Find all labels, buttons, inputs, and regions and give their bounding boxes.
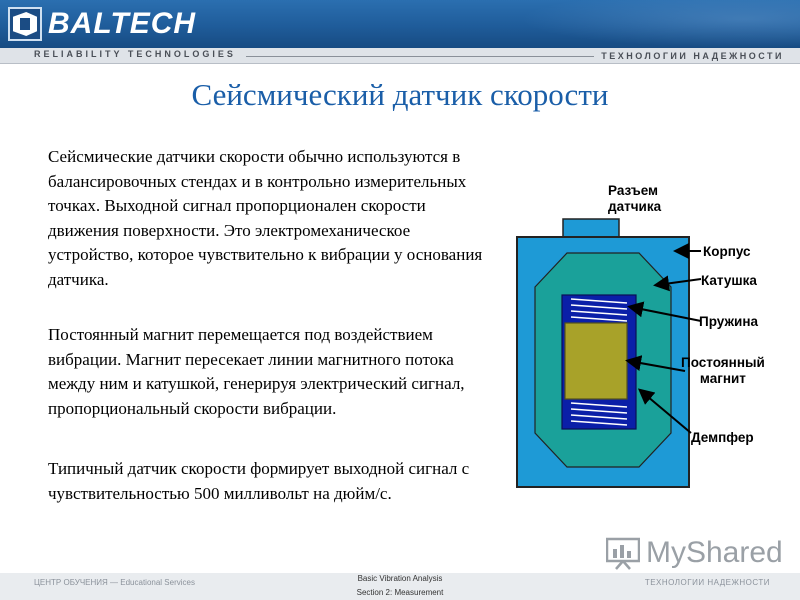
logo-text: BALTECH	[48, 7, 197, 40]
tagline-bar: RELIABILITY TECHNOLOGIES ТЕХНОЛОГИИ НАДЕ…	[0, 48, 800, 64]
myshared-watermark[interactable]: MyShared	[606, 536, 783, 570]
spring-top	[570, 298, 628, 322]
tagline-right: ТЕХНОЛОГИИ НАДЕЖНОСТИ	[601, 51, 784, 61]
baltech-logo-icon	[8, 7, 42, 41]
footer-bar	[0, 573, 800, 600]
baltech-logo: BALTECH	[8, 6, 196, 42]
presentation-chart-icon	[606, 537, 640, 570]
watermark-text: MyShared	[646, 536, 783, 569]
tagline-divider	[246, 56, 594, 57]
sensor-illustration	[516, 218, 702, 488]
magnet-shape	[564, 322, 628, 400]
label-coil: Катушка	[701, 273, 757, 288]
footer-course-title: Basic Vibration Analysis	[357, 574, 443, 583]
footer-center-text: Basic Vibration Analysis Section 2: Meas…	[300, 572, 500, 600]
label-housing: Корпус	[703, 244, 751, 259]
slide-title: Сейсмический датчик скорости	[191, 77, 609, 112]
velocity-sensor-diagram: Разъем датчика Корпус Катушка Пружина По…	[505, 175, 795, 495]
paragraph-1: Сейсмические датчики скорости обычно исп…	[48, 147, 483, 289]
label-spring: Пружина	[699, 314, 758, 329]
tagline-left: RELIABILITY TECHNOLOGIES	[34, 49, 236, 59]
arrow-damper	[637, 388, 692, 434]
paragraph-2: Постоянный магнит перемещается под возде…	[48, 325, 465, 418]
arrow-magnet	[625, 355, 686, 372]
paragraph-3: Типичный датчик скорости формирует выход…	[48, 459, 470, 503]
label-damper: Демпфер	[691, 430, 754, 445]
footer-right-text: ТЕХНОЛОГИИ НАДЕЖНОСТИ	[644, 578, 770, 587]
arrow-spring	[627, 301, 702, 322]
header-bar: BALTECH	[0, 0, 800, 48]
arrow-coil	[653, 275, 702, 292]
footer-section: Section 2: Measurement	[356, 588, 444, 597]
label-connector: Разъем датчика	[608, 183, 662, 214]
spring-bottom	[570, 402, 628, 426]
footer-left-text: ЦЕНТР ОБУЧЕНИЯ — Educational Services	[34, 578, 195, 587]
label-magnet: Постоянный магнит	[681, 355, 765, 386]
